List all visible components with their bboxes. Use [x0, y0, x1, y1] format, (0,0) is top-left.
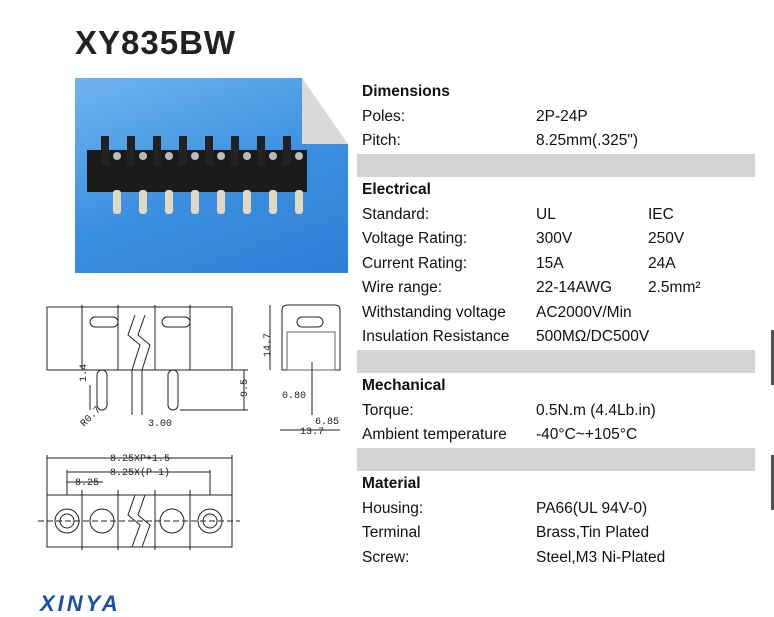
- spec-row: Poles: 2P-24P: [357, 105, 755, 130]
- spec-value: 300V: [536, 230, 573, 247]
- barrier: [231, 136, 239, 166]
- spec-value: 2P-24P: [536, 107, 588, 125]
- spec-value: Brass,Tin Plated: [536, 524, 650, 541]
- spec-value-iec: IEC: [648, 205, 674, 223]
- spec-label: Screw:: [362, 548, 410, 566]
- page-fold-corner: [302, 78, 348, 144]
- screw: [139, 152, 147, 160]
- spec-value: 500MΩ/DC500V: [536, 328, 650, 345]
- page-edge-mark: [771, 330, 774, 385]
- spec-label: Standard:: [362, 205, 430, 223]
- pin: [269, 190, 277, 214]
- page-edge-mark: [771, 455, 774, 510]
- spec-row: Current Rating: 15A 24A: [357, 252, 755, 277]
- spec-label: Ambient temperature: [362, 426, 507, 443]
- barrier: [205, 136, 213, 166]
- dim-13-7: 13.7: [300, 427, 324, 438]
- spec-row: Housing: PA66(UL 94V-0): [357, 497, 755, 522]
- dim-3-00: 3.00: [148, 419, 172, 430]
- dim-0-80: 0.80: [282, 391, 306, 402]
- pin: [217, 190, 225, 214]
- spec-label: Current Rating:: [362, 254, 468, 272]
- barrier: [283, 136, 291, 166]
- spec-value: 22-14AWG: [536, 279, 613, 296]
- section-divider: [357, 448, 755, 472]
- spec-row: Pitch: 8.25mm(.325"): [357, 129, 755, 154]
- product-photo: [75, 78, 348, 273]
- spec-value: 8.25mm(.325"): [536, 132, 638, 149]
- spec-value: -40°C~+105°C: [536, 426, 638, 443]
- spec-row: Terminal Brass,Tin Plated: [357, 521, 755, 546]
- section-heading: Mechanical: [362, 377, 446, 394]
- spec-row: Wire range: 22-14AWG 2.5mm²: [357, 276, 755, 301]
- terminal-block-image: [87, 136, 307, 214]
- spec-row: Ambient temperature -40°C~+105°C: [357, 423, 755, 448]
- screw: [217, 152, 225, 160]
- spec-value: 0.5N.m (4.4Lb.in): [536, 401, 656, 419]
- brand-logo: XINYA: [40, 591, 121, 616]
- spec-label: Terminal: [362, 524, 421, 541]
- pin: [191, 190, 199, 214]
- screw: [269, 152, 277, 160]
- pin: [139, 190, 147, 214]
- screw: [295, 152, 303, 160]
- dim-total-length: 8.25XP+1.5: [110, 454, 170, 465]
- dim-span: 8.25X(P-1): [110, 467, 170, 479]
- barrier: [101, 136, 109, 166]
- spec-label: Poles:: [362, 107, 406, 125]
- spec-value-iec: 250V: [648, 230, 685, 247]
- section-divider: [357, 154, 755, 178]
- dim-pitch: 8.25: [75, 478, 99, 489]
- barrier: [179, 136, 187, 166]
- barrier: [153, 136, 161, 166]
- pin: [295, 190, 303, 214]
- section-divider: [357, 350, 755, 374]
- spec-value: PA66(UL 94V-0): [536, 499, 648, 517]
- spec-value: Steel,M3 Ni-Plated: [536, 548, 666, 566]
- spec-row: Torque: 0.5N.m (4.4Lb.in): [357, 399, 755, 424]
- section-heading: Dimensions: [362, 83, 450, 100]
- spec-row: Withstanding voltage AC2000V/Min: [357, 301, 755, 326]
- dim-9-5: 9.5: [240, 379, 251, 397]
- spec-value: UL: [536, 205, 556, 223]
- pin: [165, 190, 173, 214]
- dim-r0-7: R0.7: [79, 405, 104, 430]
- barrier: [257, 136, 265, 166]
- technical-drawing: 14.7 1.4 9.5 R0.7 3.00 0.80 6.85 13.7 8.…: [38, 304, 341, 550]
- section-heading: Electrical: [362, 181, 431, 198]
- spec-row: Voltage Rating: 300V 250V: [357, 227, 755, 252]
- pin: [243, 190, 251, 214]
- spec-label: Housing:: [362, 499, 424, 517]
- spec-value-iec: 2.5mm²: [648, 279, 701, 296]
- spec-label: Insulation Resistance: [362, 328, 510, 345]
- spec-value: 15A: [536, 254, 564, 272]
- screw: [113, 152, 121, 160]
- spec-value-iec: 24A: [648, 254, 676, 272]
- spec-row: Insulation Resistance 500MΩ/DC500V: [357, 325, 755, 350]
- screw: [243, 152, 251, 160]
- screw: [165, 152, 173, 160]
- spec-label: Voltage Rating:: [362, 230, 468, 247]
- spec-label: Wire range:: [362, 279, 443, 296]
- spec-label: Torque:: [362, 401, 414, 419]
- barrier: [127, 136, 135, 166]
- section-heading: Material: [362, 475, 421, 492]
- product-title: XY835BW: [75, 24, 237, 61]
- pin: [113, 190, 121, 214]
- spec-row: Standard: UL IEC: [357, 203, 755, 228]
- spec-label: Pitch:: [362, 132, 401, 149]
- dim-14-7: 14.7: [263, 333, 274, 357]
- dim-6-85: 6.85: [315, 417, 339, 428]
- spec-row: Screw: Steel,M3 Ni-Plated: [357, 546, 755, 571]
- spec-value: AC2000V/Min: [536, 303, 632, 321]
- spec-label: Withstanding voltage: [362, 303, 506, 321]
- dim-1-4: 1.4: [79, 364, 90, 382]
- screw: [191, 152, 199, 160]
